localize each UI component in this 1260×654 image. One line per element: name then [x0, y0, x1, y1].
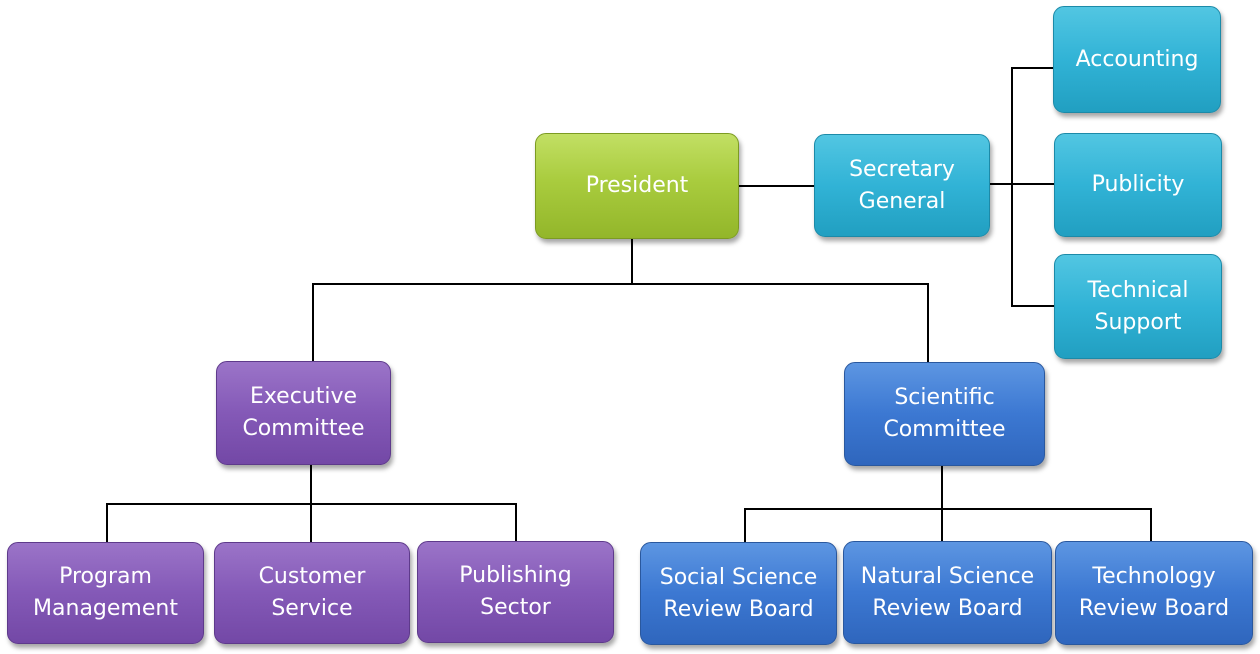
node-label: Program Management	[33, 561, 178, 625]
node-label-line: General	[858, 188, 946, 214]
node-president: President	[535, 133, 739, 239]
node-label-line: Review Board	[872, 595, 1023, 621]
node-technical-support: Technical Support	[1054, 254, 1222, 359]
node-technology-review-board: Technology Review Board	[1055, 541, 1253, 645]
node-label-line: Sector	[480, 595, 551, 620]
node-label-line: Management	[33, 596, 178, 621]
node-label-line: Natural Science	[860, 563, 1035, 589]
node-label-line: Committee	[242, 416, 365, 441]
node-label-line: Review Board	[1078, 596, 1230, 621]
node-label: Customer Service	[259, 561, 366, 625]
node-executive-committee: Executive Committee	[216, 361, 391, 465]
node-label-line: Accounting	[1075, 46, 1199, 72]
node-social-science-review-board: Social Science Review Board	[640, 542, 837, 645]
node-label: Scientific Committee	[883, 382, 1005, 446]
node-label-line: Committee	[883, 417, 1006, 442]
node-label-line: Executive	[249, 384, 358, 409]
node-label: President	[586, 170, 689, 202]
node-natural-science-review-board: Natural Science Review Board	[843, 541, 1052, 644]
node-accounting: Accounting	[1053, 6, 1221, 113]
node-label: Social Science Review Board	[660, 562, 818, 626]
node-secretary-general: Secretary General	[814, 134, 990, 237]
node-label: Technology Review Board	[1079, 561, 1229, 625]
node-label: Accounting	[1076, 44, 1199, 76]
node-label-line: Technical	[1087, 277, 1189, 303]
node-label-line: Review Board	[663, 596, 814, 622]
node-label: Technical Support	[1087, 275, 1188, 339]
node-scientific-committee: Scientific Committee	[844, 362, 1045, 466]
node-label-line: Scientific	[894, 385, 995, 410]
node-label-line: Social Science	[659, 564, 818, 590]
node-label-line: Service	[271, 596, 353, 621]
node-publicity: Publicity	[1054, 133, 1222, 237]
node-program-management: Program Management	[7, 542, 204, 644]
node-label-line: Program	[59, 564, 152, 589]
node-customer-service: Customer Service	[214, 542, 410, 644]
node-label-line: Technology	[1092, 564, 1216, 589]
node-label-line: President	[585, 173, 689, 198]
node-label-line: Publishing	[459, 563, 572, 588]
node-label: Executive Committee	[242, 381, 364, 445]
node-label-line: Support	[1094, 309, 1182, 335]
node-label: Natural Science Review Board	[861, 561, 1034, 625]
node-label: Publicity	[1092, 169, 1185, 201]
node-label-line: Customer	[258, 564, 366, 589]
node-label: Publishing Sector	[459, 560, 571, 624]
node-label-line: Publicity	[1091, 172, 1185, 197]
node-label: Secretary General	[849, 154, 955, 218]
node-label-line: Secretary	[849, 156, 955, 182]
node-publishing-sector: Publishing Sector	[417, 541, 614, 643]
